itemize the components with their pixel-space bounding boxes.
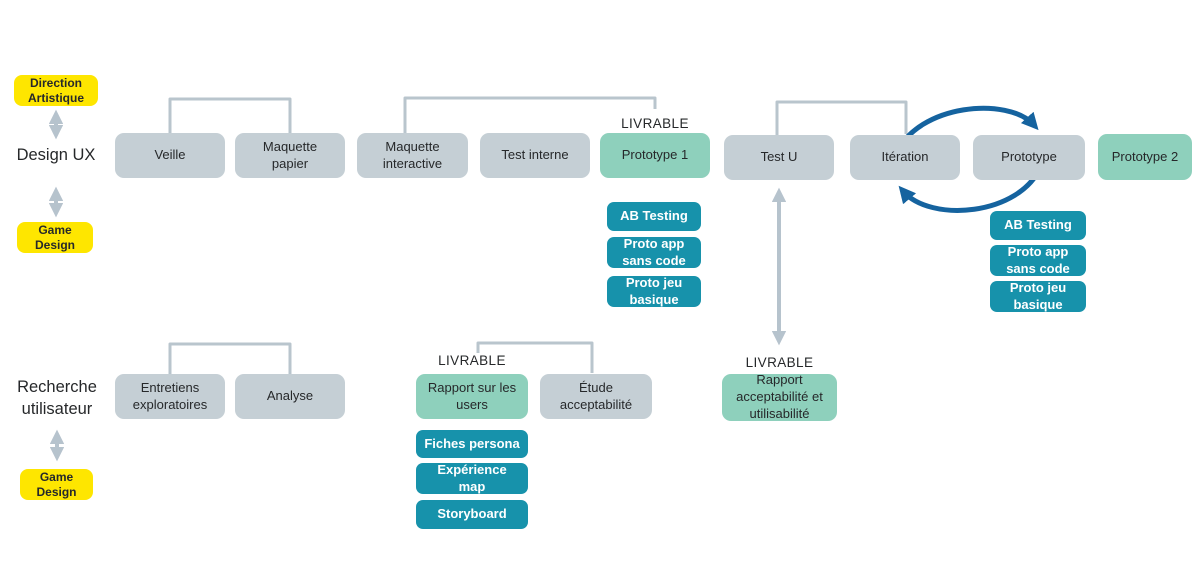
- node-entretiens-exploratoires: Entretiens exploratoires: [115, 374, 225, 419]
- node-prototype-1: Prototype 1: [600, 133, 710, 178]
- node-prototype: Prototype: [973, 135, 1085, 180]
- lane-label-design-ux: Design UX: [16, 145, 96, 164]
- lane-label-recherche-utilisateur: Recherche utilisateur: [17, 377, 97, 418]
- node-proto-jeu-basique-2: Proto jeu basique: [990, 280, 1086, 312]
- node-etude-acceptabilite: Étude acceptabilité: [540, 374, 652, 419]
- node-veille: Veille: [115, 133, 225, 178]
- node-fiches-persona: Fiches persona: [416, 430, 528, 458]
- node-test-interne: Test interne: [480, 133, 590, 178]
- node-proto-app-sans-code-1: Proto app sans code: [607, 236, 701, 268]
- node-rapport-acceptabilite-utilisabilite: Rapport acceptabilité et utilisabilité: [722, 372, 837, 421]
- node-test-u: Test U: [724, 135, 834, 180]
- bracket-veille-maquette-papier: [168, 97, 292, 133]
- node-ab-testing-2: AB Testing: [990, 211, 1086, 240]
- node-proto-app-sans-code-2: Proto app sans code: [990, 244, 1086, 276]
- node-proto-jeu-basique-1: Proto jeu basique: [607, 275, 701, 307]
- bracket-entretiens-analyse: [168, 342, 292, 374]
- node-iteration: Itération: [850, 135, 960, 180]
- node-storyboard: Storyboard: [416, 500, 528, 529]
- node-ab-testing-1: AB Testing: [607, 202, 701, 231]
- node-prototype-2: Prototype 2: [1098, 134, 1192, 180]
- node-maquette-interactive: Maquette interactive: [357, 133, 468, 178]
- bracket-maquette-interactive-prototype1: [403, 96, 657, 133]
- livrable-label-rapport-users: LIVRABLE: [438, 352, 506, 368]
- livrable-label-prototype1: LIVRABLE: [621, 115, 689, 131]
- tag-game-design-bottom: Game Design: [20, 469, 93, 500]
- tag-game-design-top: Game Design: [17, 222, 93, 253]
- tag-direction-artistique: Direction Artistique: [14, 75, 98, 106]
- node-rapport-sur-les-users: Rapport sur les users: [416, 374, 528, 419]
- livrable-label-rapport-acceptabilite: LIVRABLE: [745, 354, 814, 370]
- node-maquette-papier: Maquette papier: [235, 133, 345, 178]
- bracket-testu-iteration: [775, 100, 908, 136]
- bracket-rapport-etude: [476, 341, 594, 373]
- node-analyse: Analyse: [235, 374, 345, 419]
- node-experience-map: Expérience map: [416, 462, 528, 494]
- loop-arrow-prototype-to-iteration: [898, 164, 1044, 213]
